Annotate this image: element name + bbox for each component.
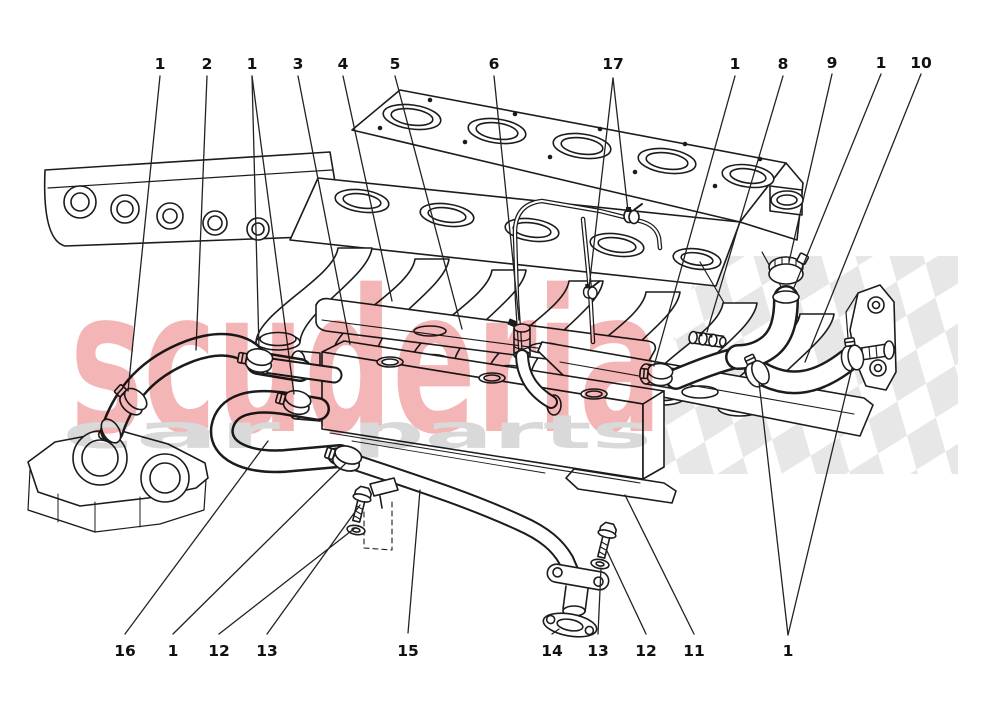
engine-cylinder-head (43, 89, 807, 333)
callout-top-10: 10 (910, 54, 932, 72)
callout-top-1c: 1 (730, 55, 741, 73)
callout-bottom-13a: 13 (256, 642, 278, 660)
callout-top-3: 3 (293, 55, 304, 73)
callout-bottom-14: 14 (541, 642, 563, 660)
callout-bottom-13b: 13 (587, 642, 609, 660)
lower-hose-pipe (209, 389, 581, 583)
large-hose-clamp (768, 252, 810, 285)
hose-clamp-icon (235, 344, 275, 375)
callout-top-2: 2 (202, 55, 213, 73)
callout-top-1b: 1 (247, 55, 258, 73)
cam-cover-plate-front (315, 297, 657, 372)
callout-bottom-11: 11 (683, 642, 705, 660)
intake-runners (255, 247, 835, 417)
hose-clamp-icon (838, 335, 866, 373)
callout-top-1d: 1 (876, 54, 887, 72)
leader-lines (124, 73, 922, 636)
hex-bolt-icon (591, 520, 620, 561)
washer-icon (589, 557, 611, 571)
elbow-hose (725, 285, 800, 370)
cam-cover-plate-rear (537, 341, 874, 437)
callout-top-1a: 1 (155, 55, 166, 73)
callout-top-6: 6 (489, 55, 500, 73)
callout-top-4: 4 (338, 55, 349, 73)
callout-bottom-16: 16 (114, 642, 136, 660)
callout-bottom-1a: 1 (168, 642, 179, 660)
breather-pipe (512, 198, 663, 363)
cooler-inlet-hose (515, 349, 562, 416)
cooler-to-elbow-hose (665, 346, 751, 390)
watermark-subtitle-left: car (62, 405, 281, 459)
callout-bottom-12a: 12 (208, 642, 230, 660)
pipe-clip-icon (623, 203, 643, 225)
watermark-title: scuderia (70, 247, 662, 478)
hose-fitting (507, 318, 531, 360)
watermark-subtitle-right: parts (352, 405, 652, 459)
timing-cover (27, 424, 209, 533)
oil-cooler (288, 340, 677, 504)
hose-clamp-icon (738, 350, 774, 391)
drain-flange (546, 563, 610, 617)
flange-gasket (542, 612, 598, 638)
callout-bottom-1b: 1 (783, 642, 794, 660)
pipe-clip-icon (582, 280, 601, 300)
support-bracket (845, 284, 897, 391)
callout-top-17: 17 (602, 55, 624, 73)
callout-bottom-15: 15 (397, 642, 419, 660)
callout-labels: 1 2 1 3 4 5 6 17 1 8 9 1 10 16 1 12 13 1… (114, 54, 932, 660)
callout-top-9: 9 (827, 54, 838, 72)
upper-left-hose (100, 332, 343, 444)
small-union-fitting (688, 330, 727, 348)
callout-top-5: 5 (390, 55, 401, 73)
hose-clamp-icon (321, 439, 365, 476)
head-port (769, 185, 804, 216)
hose-clamp-icon (638, 361, 675, 388)
right-hose (744, 348, 860, 395)
callout-top-8: 8 (778, 55, 789, 73)
washer-icon (345, 523, 367, 537)
pipe-hanger-bracket (363, 477, 399, 551)
hose-clamp-icon (273, 385, 314, 418)
hose-clamp-icon (109, 378, 152, 420)
bracket-pipe-stub (847, 340, 895, 363)
hex-bolt-icon (346, 484, 375, 525)
callout-bottom-12b: 12 (635, 642, 657, 660)
